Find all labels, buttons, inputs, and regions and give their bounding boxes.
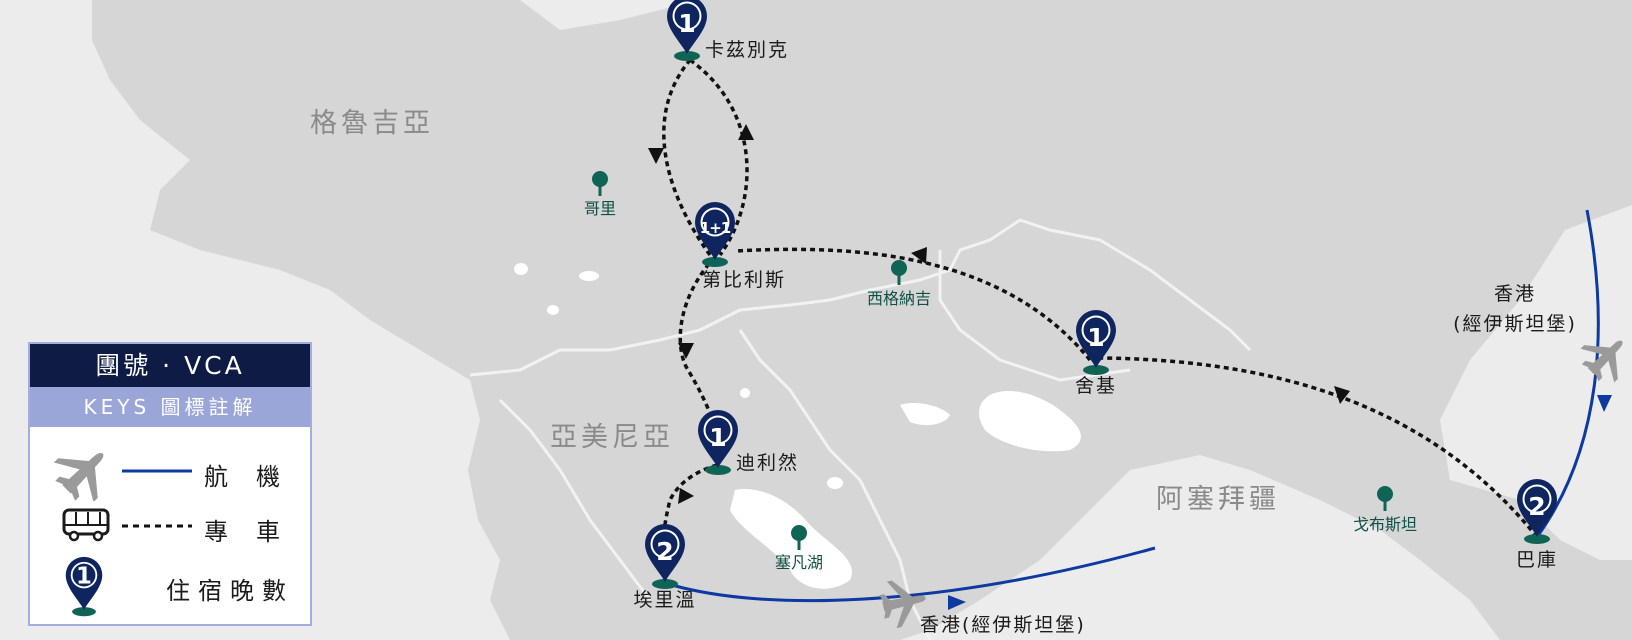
flight-line-sample — [122, 469, 192, 473]
pin-sheki: 1 — [1076, 310, 1116, 375]
svg-text:1: 1 — [1087, 323, 1104, 352]
poi-signagi: 西格納吉 — [867, 260, 931, 308]
land-area — [92, 0, 1632, 640]
coach-route-baku-sheki — [1099, 356, 1539, 539]
svg-text:1: 1 — [76, 563, 92, 589]
pin-tbilisi: 1+1 — [695, 202, 735, 267]
svg-text:1: 1 — [709, 423, 726, 452]
city-sheki: 舍基 — [1075, 375, 1117, 397]
flight-route-yerevan — [671, 546, 1156, 603]
flight-arrow-icon — [948, 595, 966, 610]
poi-gori: 哥里 — [584, 171, 616, 218]
borders — [469, 218, 1252, 640]
plane-icon — [50, 441, 120, 501]
pin-baku: 2 — [1517, 479, 1557, 544]
svg-text:戈布斯坦: 戈布斯坦 — [1353, 515, 1417, 534]
poi-marker-icon — [1377, 486, 1393, 502]
poi-sevan: 塞凡湖 — [775, 525, 823, 572]
city-baku: 巴庫 — [1516, 549, 1558, 571]
poi-marker-icon — [791, 525, 807, 541]
city-kazbegi: 卡茲別克 — [705, 39, 789, 61]
coach-route-tbilisi-kazbegi — [662, 58, 712, 257]
svg-text:2: 2 — [1528, 492, 1545, 521]
svg-text:西格納吉: 西格納吉 — [867, 289, 931, 308]
coach-arrow-icon — [1334, 386, 1350, 404]
plane-icon — [1573, 324, 1632, 390]
legend-coach-label: 專車 — [204, 518, 308, 546]
city-hongkong-west: 香港(經伊斯坦堡) — [920, 614, 1086, 636]
coach-arrow-icon — [678, 488, 694, 504]
legend-row-flight: 航機 — [30, 441, 310, 501]
city-hongkong-east-line1: 香港 — [1494, 283, 1536, 305]
legend-flight-label: 航機 — [204, 463, 308, 491]
legend-subtitle: KEYS 圖標註解 — [30, 387, 310, 427]
poi-gobustan: 戈布斯坦 — [1353, 486, 1417, 534]
country-georgia: 格魯吉亞 — [310, 108, 434, 139]
legend-title: 團號 · VCA — [30, 344, 310, 387]
pin-dilijan: 1 — [698, 410, 738, 475]
legend-panel: 團號 · VCA KEYS 圖標註解 航機 專車 1 住宿晚數 — [28, 342, 312, 626]
svg-text:哥里: 哥里 — [584, 199, 616, 218]
country-armenia: 亞美尼亞 — [550, 422, 674, 453]
flight-arrow-icon — [1597, 395, 1612, 412]
lakes — [514, 263, 1081, 589]
pin-kazbegi: 1 — [667, 0, 707, 61]
svg-text:2: 2 — [656, 537, 673, 566]
svg-text:1+1: 1+1 — [700, 219, 731, 237]
coach-arrow-icon — [648, 148, 664, 164]
coach-arrow-icon — [678, 343, 694, 359]
map-pin-icon: 1 — [65, 556, 103, 617]
pin-yerevan: 2 — [645, 524, 685, 589]
legend-row-coach: 專車 — [30, 502, 310, 552]
city-yerevan: 埃里溫 — [633, 589, 696, 611]
coach-route-sheki-tbilisi — [734, 247, 1092, 362]
country-azerbaijan: 阿塞拜疆 — [1156, 484, 1280, 515]
poi-marker-icon — [592, 171, 608, 187]
poi-marker-icon — [891, 260, 907, 276]
svg-text:1: 1 — [678, 9, 695, 38]
city-tbilisi: 第比利斯 — [702, 269, 786, 291]
city-dilijan: 迪利然 — [736, 452, 799, 474]
bus-icon — [62, 508, 110, 542]
coach-line-sample — [122, 524, 192, 528]
city-hongkong-east-line2: (經伊斯坦堡) — [1453, 313, 1577, 335]
flight-routes — [671, 209, 1600, 603]
legend-row-nights: 1 住宿晚數 — [30, 556, 310, 623]
svg-text:塞凡湖: 塞凡湖 — [775, 553, 823, 572]
legend-nights-label: 住宿晚數 — [166, 577, 294, 605]
coach-arrows — [648, 124, 1350, 504]
coach-arrow-icon — [738, 124, 754, 140]
coach-arrow-icon — [911, 247, 927, 264]
flight-route-baku — [1535, 209, 1600, 538]
coach-route-tbilisi-dilijan — [678, 255, 719, 434]
coach-route-kazbegi-tbilisi — [688, 58, 749, 257]
